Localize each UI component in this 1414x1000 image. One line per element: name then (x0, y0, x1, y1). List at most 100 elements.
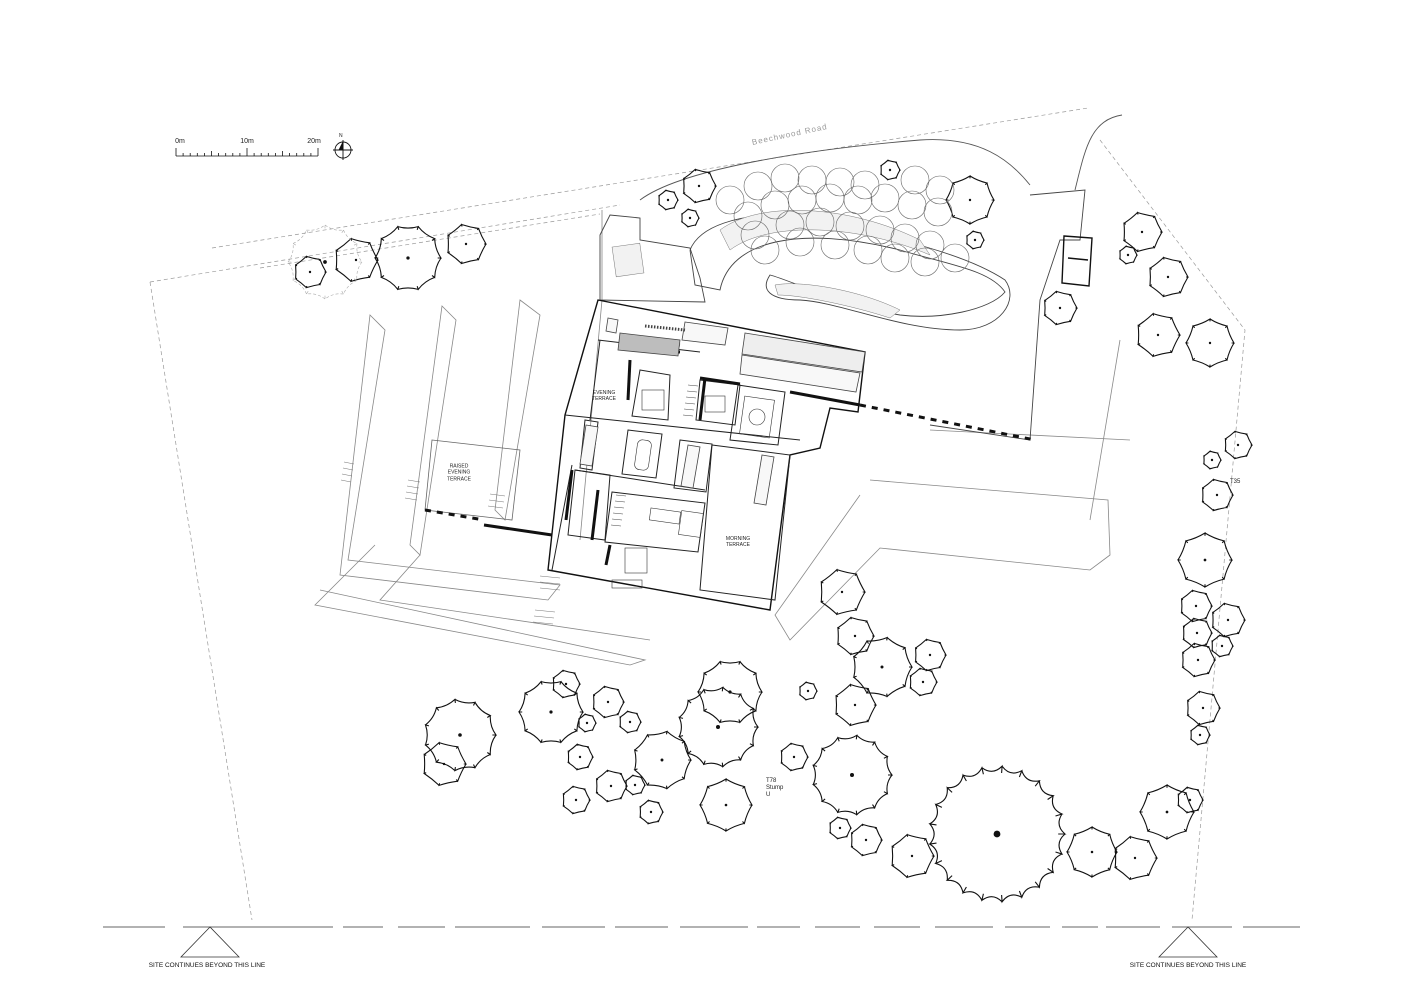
tree-trunk-icon (354, 258, 358, 262)
tree-canopy-icon (965, 230, 985, 250)
shrub-icon (923, 197, 953, 227)
shrub-icon (770, 163, 800, 193)
tree-canopy-icon (1181, 642, 1216, 678)
tree-canopy-icon (811, 734, 894, 816)
tree-canopy-icon (592, 685, 625, 719)
tree-canopy-icon (836, 616, 875, 656)
tree-canopy-icon (1186, 690, 1221, 726)
tree-trunk-icon (609, 784, 613, 788)
north-label: N (339, 133, 343, 139)
raised-evening-terrace-label: RAISED EVENING TERRACE (447, 463, 471, 483)
shrub-icon (733, 201, 763, 231)
tree-trunk-icon (806, 689, 810, 693)
tree-canopy-icon (680, 208, 700, 228)
tree-trunk-icon (606, 700, 610, 704)
shrub-icon (785, 227, 815, 257)
tree-canopy-icon (914, 638, 947, 672)
tree-trunk-icon (1166, 275, 1170, 279)
tree-canopy-icon (294, 255, 327, 289)
tree-trunk-icon (464, 242, 468, 246)
tree-trunk-icon (716, 725, 720, 729)
site-continues-note-right: SITE CONTINUES BEYOND THIS LINE (1129, 962, 1247, 969)
tree-trunk-icon (1133, 856, 1137, 860)
shrub-icon (805, 207, 835, 237)
tree-canopy-icon (828, 816, 852, 840)
tree-trunk-icon (724, 803, 728, 807)
tree-canopy-icon (891, 833, 935, 879)
shrub-icon (853, 235, 883, 265)
morning-terrace-label: MORNING TERRACE (725, 535, 751, 548)
tree-trunk-icon (973, 238, 977, 242)
site-continues-note-left: SITE CONTINUES BEYOND THIS LINE (148, 962, 266, 969)
shrub-icon (750, 235, 780, 265)
tree-trunk-icon (564, 682, 568, 686)
raised-evening-terrace-outline (424, 439, 521, 521)
road-edge (639, 114, 1123, 201)
tree-canopy-icon (1122, 211, 1163, 253)
tree-canopy-icon (1211, 602, 1246, 638)
tree-trunk-icon (660, 758, 664, 762)
tree-canopy-icon (639, 799, 664, 825)
tree-trunk-icon (323, 260, 327, 264)
tree-canopy-icon (1177, 786, 1204, 814)
tree-trunk-icon (840, 590, 844, 594)
shrub-icon (910, 247, 940, 277)
tree-canopy-icon (1137, 312, 1181, 358)
tree-trunk-icon (1208, 341, 1212, 345)
tree-canopy-icon (820, 568, 866, 616)
tree-trunk-icon (1215, 493, 1219, 497)
tree-trunk-icon (864, 838, 868, 842)
tree-tag-t78: T78 Stump U (766, 778, 784, 799)
tree-canopy-icon (423, 741, 467, 787)
dashed-boundary-wall (424, 338, 1036, 522)
tree-trunk-icon (1201, 706, 1205, 710)
tree-canopy-icon (834, 683, 877, 727)
shrub-icon (925, 175, 955, 205)
tree-trunk-icon (578, 755, 582, 759)
shrub-icon (900, 165, 930, 195)
tree-trunk-icon (928, 653, 932, 657)
shrub-icon (825, 167, 855, 197)
tree-trunk-icon (697, 184, 701, 188)
site-marker-left-icon (180, 926, 240, 958)
shrub-icon (843, 185, 873, 215)
tree-trunk-icon (458, 733, 462, 737)
tree-trunk-icon (308, 270, 312, 274)
tree-canopy-icon (909, 667, 938, 697)
tree-canopy-icon (1177, 532, 1233, 588)
evening-terrace-label: EVENING TERRACE (592, 389, 616, 402)
tree-trunk-icon (1203, 558, 1207, 562)
tree-trunk-icon (574, 798, 578, 802)
tree-trunk-icon (888, 168, 892, 172)
tree-trunk-icon (853, 703, 857, 707)
tree-canopy-icon (335, 237, 379, 283)
shrub-icon (940, 243, 970, 273)
staircases (610, 324, 699, 527)
tree-trunk-icon (880, 665, 884, 669)
tree-trunk-icon (1188, 798, 1192, 802)
tree-canopy-icon (567, 743, 594, 771)
tree-tag-t35: T35 (1230, 479, 1241, 485)
tree-trunk-icon (649, 810, 653, 814)
tree-canopy-icon (928, 764, 1067, 904)
shrub-icon (715, 185, 745, 215)
tree-trunk-icon (1196, 658, 1200, 662)
scale-label-10m: 10m (240, 138, 254, 145)
tree-trunk-icon (1220, 644, 1224, 648)
tree-canopy-icon (562, 785, 591, 815)
tree-canopy-icon (595, 769, 628, 803)
shrub-icon (740, 220, 770, 250)
tree-trunk-icon (633, 783, 637, 787)
tree-canopy-icon (682, 168, 717, 204)
tree-canopy-icon (1185, 318, 1235, 368)
tree-canopy-icon (1114, 835, 1158, 881)
house-furniture (611, 389, 775, 589)
shrub-icon (743, 171, 773, 201)
shrub-icon (850, 170, 880, 200)
tree-trunk-icon (688, 216, 692, 220)
tree-trunk-icon (968, 198, 972, 202)
tree-canopy-icon (1224, 430, 1253, 460)
tree-canopy-icon (1148, 256, 1189, 298)
tree-canopy-icon (624, 774, 646, 796)
